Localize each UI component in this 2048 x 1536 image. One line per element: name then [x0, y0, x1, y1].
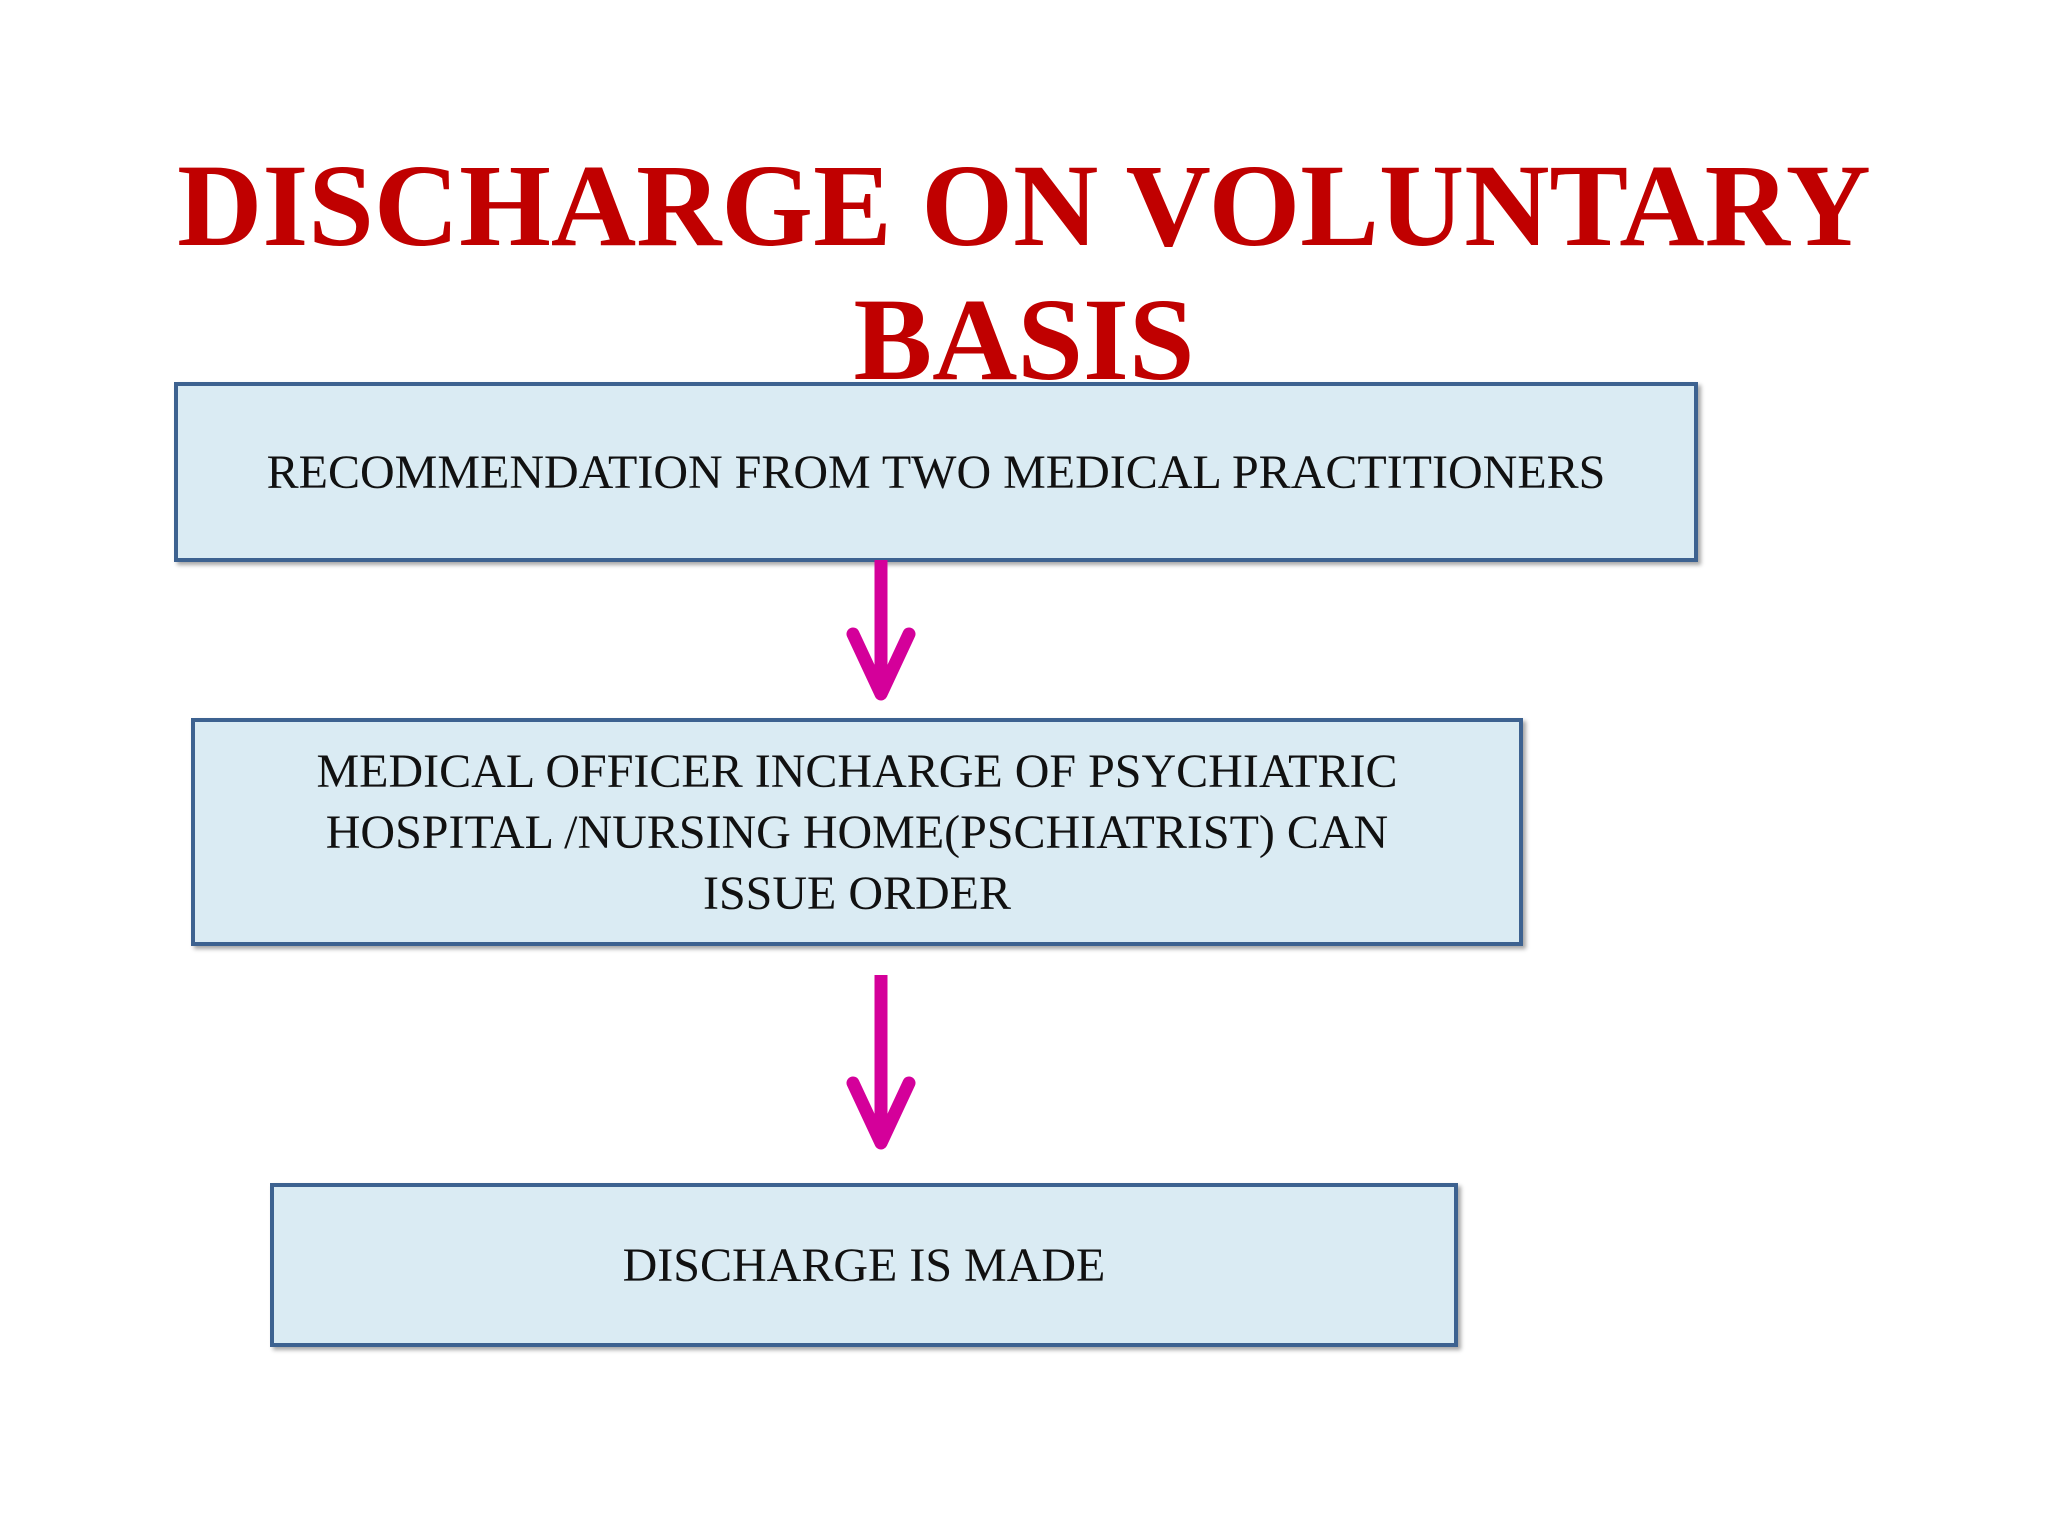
flow-step-discharge-text: DISCHARGE IS MADE: [622, 1238, 1106, 1292]
arrow-down-icon: [846, 975, 916, 1150]
arrow-down-icon: [846, 560, 916, 701]
flow-step-medical-officer-line-1: MEDICAL OFFICER INCHARGE OF PSYCHIATRIC: [316, 744, 1398, 798]
flow-step-recommendation-text: RECOMMENDATION FROM TWO MEDICAL PRACTITI…: [266, 445, 1606, 499]
flow-step-medical-officer-line-2: HOSPITAL /NURSING HOME(PSCHIATRIST) CAN: [325, 805, 1389, 859]
flow-step-medical-officer-text: MEDICAL OFFICER INCHARGE OF PSYCHIATRIC …: [316, 741, 1397, 924]
slide-title-line-1: DISCHARGE ON VOLUNTARY: [177, 140, 1871, 272]
flow-step-medical-officer: MEDICAL OFFICER INCHARGE OF PSYCHIATRIC …: [191, 718, 1523, 946]
flow-step-medical-officer-line-3: ISSUE ORDER: [702, 866, 1012, 920]
flow-step-discharge: DISCHARGE IS MADE: [270, 1183, 1458, 1347]
flow-step-recommendation: RECOMMENDATION FROM TWO MEDICAL PRACTITI…: [174, 382, 1698, 562]
slide-title: DISCHARGE ON VOLUNTARY BASIS: [0, 139, 2048, 407]
